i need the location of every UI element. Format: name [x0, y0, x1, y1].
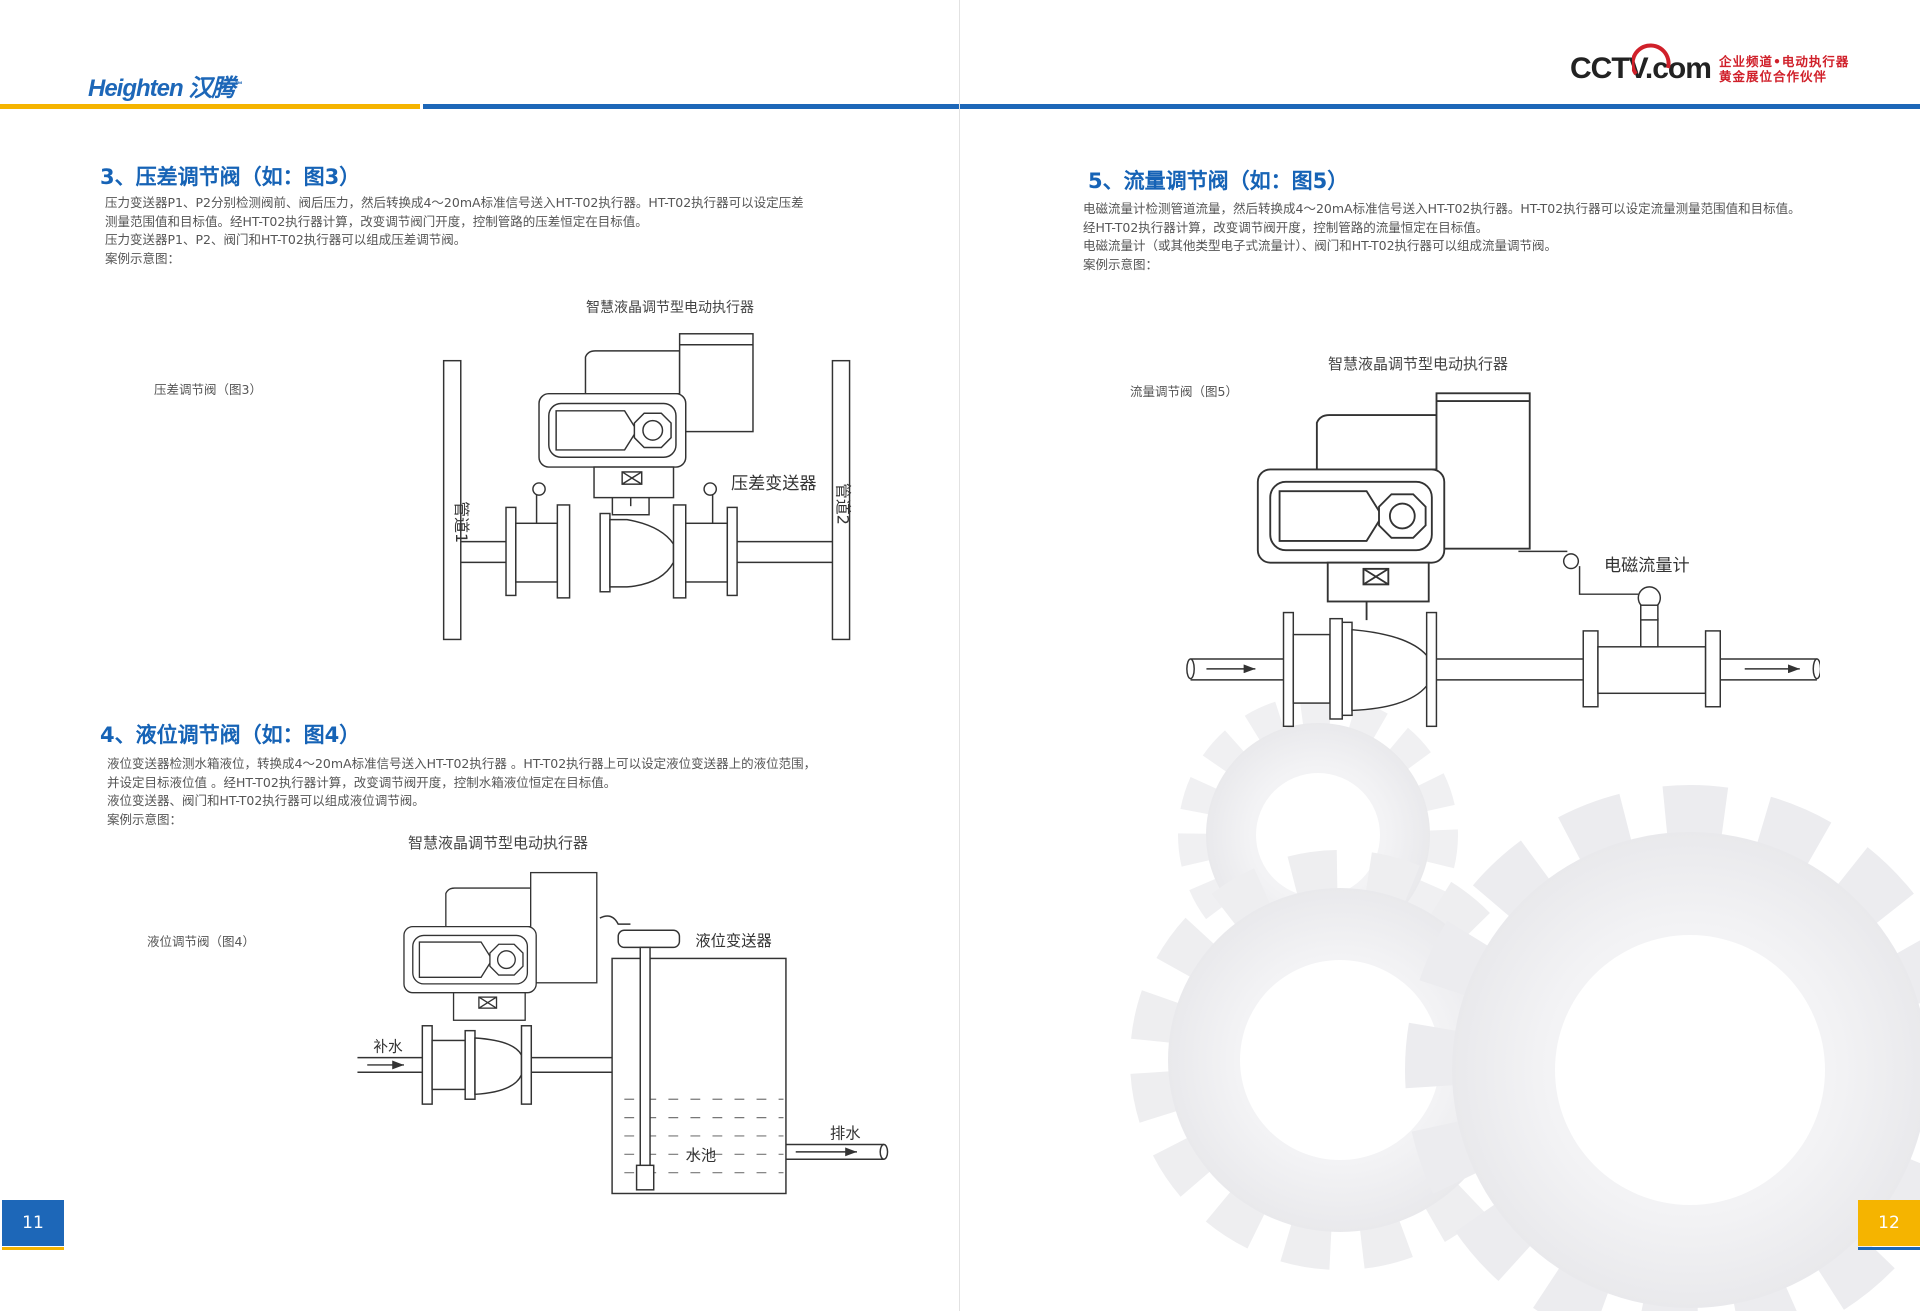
- cctv-logo-text: CCTV.com: [1570, 52, 1712, 85]
- diagram3-title: 智慧液晶调节型电动执行器: [586, 300, 754, 316]
- section4-body: 液位变送器检测水箱液位，转换成4～20mA标准信号送入HT-T02执行器 。HT…: [107, 755, 816, 829]
- diagram4-title: 智慧液晶调节型电动执行器: [408, 834, 589, 852]
- section3-line: 压力变送器P1、P2分别检测阀前、阀后压力，然后转换成4～20mA标准信号送入H…: [105, 195, 804, 210]
- level-transmitter: [617, 929, 681, 1191]
- section4-line: 案例示意图：: [107, 811, 183, 827]
- section5-line: 电磁流量计检测管道流量，然后转换成4～20mA标准信号送入HT-T02执行器。H…: [1083, 201, 1801, 216]
- figure5-label: 流量调节阀（图5）: [1130, 384, 1238, 399]
- diagram5-flow-valve: 电磁流量计: [1186, 392, 1820, 728]
- header-rule-blue: [423, 104, 1920, 109]
- cctv-partner-logo: CCTV.com 企业频道•电动执行器 黄金展位合作伙伴: [1570, 43, 1850, 86]
- partner-tagline-1: 企业频道•电动执行器: [1718, 54, 1850, 69]
- gear-icon: [1405, 785, 1920, 1311]
- section5-line: 电磁流量计（或其他类型电子式流量计）、阀门和HT-T02执行器可以组成流量调节阀…: [1083, 238, 1558, 253]
- flowmeter-label: 电磁流量计: [1604, 556, 1690, 576]
- partner-tagline: 企业频道•电动执行器 黄金展位合作伙伴: [1719, 54, 1850, 84]
- outlet-label: 排水: [830, 1124, 861, 1142]
- page-number-right: 12: [1858, 1200, 1920, 1250]
- diagram4-level-valve: 补水 液位变送器 水池 排水: [357, 871, 889, 1195]
- pipe2-label: 管道2: [833, 483, 852, 525]
- partner-tagline-2: 黄金展位合作伙伴: [1718, 69, 1827, 84]
- pool-label: 水池: [686, 1146, 717, 1164]
- actuator-icon: [538, 333, 754, 507]
- section5-line: 经HT-T02执行器计算，改变调节阀开度，控制管路的流量恒定在目标值。: [1083, 219, 1489, 235]
- pipe1-label: 管道1: [452, 501, 471, 543]
- section4-line: 液位变送器、阀门和HT-T02执行器可以组成液位调节阀。: [107, 793, 425, 808]
- diagram3-pressure-valve: 管道1 管道2 压差变送器: [442, 333, 852, 641]
- transmitter-label: 液位变送器: [695, 932, 772, 950]
- page-number-text: 11: [22, 1213, 44, 1233]
- inlet-label: 补水: [373, 1038, 403, 1055]
- gears-background: [1130, 695, 1920, 1311]
- section3-line: 案例示意图：: [105, 250, 181, 266]
- figure3-label: 压差调节阀（图3）: [154, 382, 262, 397]
- section3-title: 3、压差调节阀（如：图3）: [100, 165, 361, 189]
- cctv-arc-icon: [1632, 43, 1671, 76]
- electromagnetic-flowmeter: [1582, 586, 1721, 708]
- section3-line: 压力变送器P1、P2、阀门和HT-T02执行器可以组成压差调节阀。: [105, 232, 467, 247]
- pipe-1: [442, 359, 509, 641]
- pipe-2: [737, 359, 851, 641]
- actuator-icon: [1256, 392, 1531, 621]
- cctv-logo: CCTV.com: [1570, 43, 1712, 86]
- section4-title: 4、液位调节阀（如：图4）: [100, 723, 361, 747]
- transmitter-label: 压差变送器: [731, 474, 817, 494]
- valve-body: [505, 494, 738, 599]
- section5-title: 5、流量调节阀（如：图5）: [1088, 169, 1349, 193]
- diagram5-title: 智慧液晶调节型电动执行器: [1328, 355, 1509, 373]
- section4-line: 液位变送器检测水箱液位，转换成4～20mA标准信号送入HT-T02执行器 。HT…: [107, 756, 817, 771]
- figure4-label: 液位调节阀（图4）: [147, 934, 255, 949]
- page-number-text: 12: [1878, 1213, 1900, 1233]
- valve-body: [1282, 611, 1438, 728]
- section4-line: 并设定目标液位值 。经HT-T02执行器计算，改变调节阀开度，控制水箱液位恒定在…: [107, 774, 617, 790]
- heighten-logo: Heighten 汉腾™: [88, 68, 242, 103]
- section3-body: 压力变送器P1、P2分别检测阀前、阀后压力，然后转换成4～20mA标准信号送入H…: [105, 194, 804, 268]
- header-rule-yellow: [0, 104, 420, 109]
- valve-body: [421, 1025, 613, 1105]
- brand-logo-text: Heighten 汉腾: [88, 75, 235, 102]
- section3-line: 测量范围值和目标值。经HT-T02执行器计算，改变调节阀门开度，控制管路的压差恒…: [105, 213, 648, 229]
- section5-line: 案例示意图：: [1083, 256, 1159, 272]
- page-divider: [959, 0, 960, 1311]
- actuator-icon: [403, 871, 598, 1021]
- trademark: ™: [234, 80, 242, 89]
- section5-body: 电磁流量计检测管道流量，然后转换成4～20mA标准信号送入HT-T02执行器。H…: [1083, 200, 1801, 274]
- page-number-left: 11: [2, 1200, 64, 1250]
